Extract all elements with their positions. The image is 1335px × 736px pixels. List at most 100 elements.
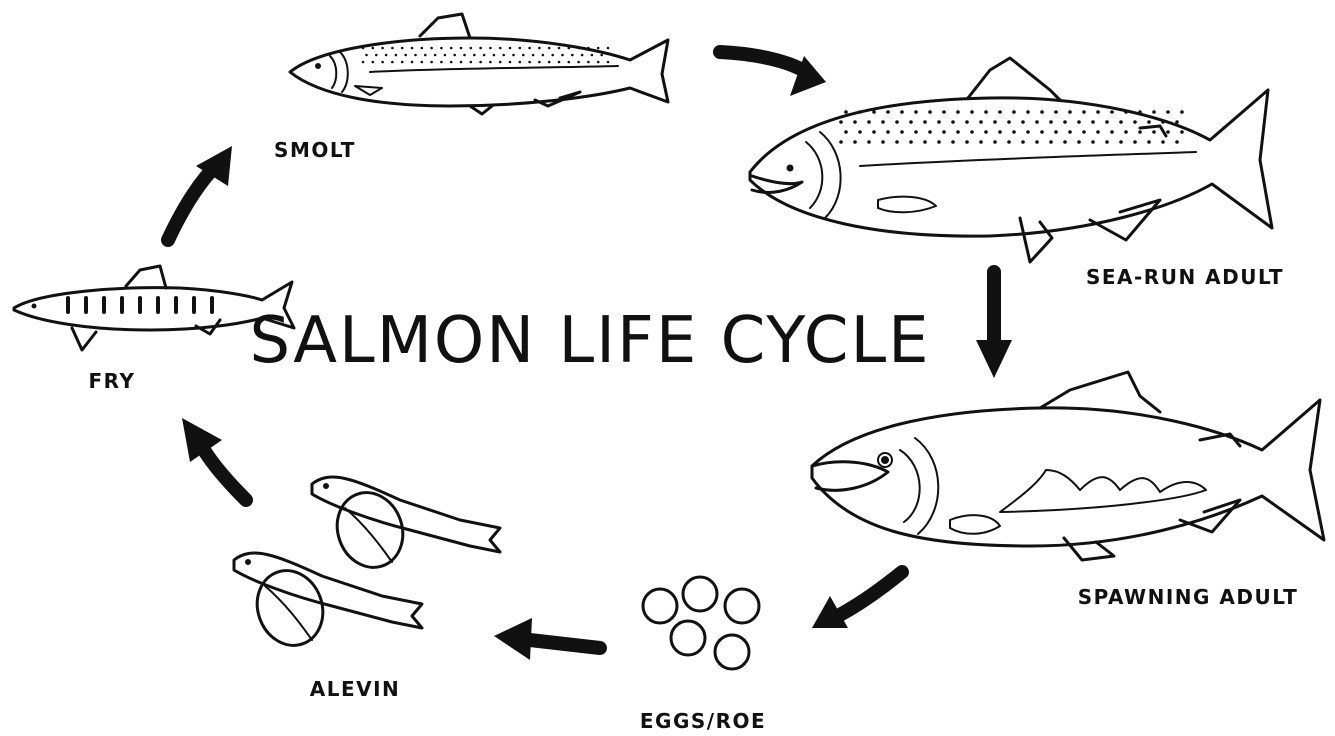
- scale-dot: [463, 54, 466, 57]
- scale-dot: [421, 61, 424, 64]
- scale-dot: [1119, 120, 1123, 124]
- scale-dot: [1040, 110, 1044, 114]
- sea-run-adult-label: SEA-RUN ADULT: [1086, 265, 1284, 289]
- scale-dot: [998, 130, 1002, 134]
- scale-dot: [483, 54, 486, 57]
- spawning-adult-label: SPAWNING ADULT: [1078, 585, 1299, 609]
- scale-dot: [909, 120, 913, 124]
- scale-dot: [440, 61, 443, 64]
- scale-dot: [942, 110, 946, 114]
- scale-dot: [401, 47, 404, 50]
- scale-dot: [1180, 130, 1184, 134]
- scale-dot: [502, 54, 505, 57]
- scale-dot: [839, 140, 843, 144]
- scale-dot: [571, 54, 574, 57]
- scale-dot: [391, 61, 394, 64]
- scale-dot: [1175, 120, 1179, 124]
- spawning-adult-illustration: [812, 372, 1324, 560]
- scale-dot: [430, 61, 433, 64]
- scale-dot: [867, 120, 871, 124]
- scale-dot: [1077, 140, 1081, 144]
- scale-dot: [1180, 110, 1184, 114]
- scale-dot: [984, 110, 988, 114]
- scale-dot: [914, 130, 918, 134]
- scale-dot: [1021, 120, 1025, 124]
- scale-dot: [1026, 130, 1030, 134]
- scale-dot: [853, 120, 857, 124]
- alevin-label: ALEVIN: [310, 677, 401, 701]
- scale-dot: [591, 54, 594, 57]
- scale-dot: [453, 54, 456, 57]
- scale-dot: [1082, 110, 1086, 114]
- scale-dot: [381, 47, 384, 50]
- scale-dot: [1068, 130, 1072, 134]
- scale-dot: [1096, 130, 1100, 134]
- scale-dot: [404, 54, 407, 57]
- scale-dot: [1035, 140, 1039, 144]
- arrow-sea-run-to-spawning: [976, 272, 1012, 378]
- scale-dot: [1026, 110, 1030, 114]
- scale-dot: [538, 61, 541, 64]
- scale-dot: [1166, 130, 1170, 134]
- scale-dot: [414, 54, 417, 57]
- scale-dot: [391, 47, 394, 50]
- fry-label: FRY: [89, 369, 136, 393]
- scale-dot: [951, 120, 955, 124]
- scale-dot: [937, 140, 941, 144]
- scale-dot: [1147, 140, 1151, 144]
- scale-dot: [362, 47, 365, 50]
- arrow-eggs-to-alevin: [494, 618, 600, 660]
- scale-dot: [979, 120, 983, 124]
- scale-dot: [979, 140, 983, 144]
- scale-dot: [568, 61, 571, 64]
- scale-dot: [528, 61, 531, 64]
- scale-dot: [600, 54, 603, 57]
- eggs-illustration: [643, 577, 759, 669]
- scale-dot: [542, 54, 545, 57]
- scale-dot: [470, 47, 473, 50]
- scale-dot: [951, 140, 955, 144]
- scale-dot: [923, 140, 927, 144]
- scale-dot: [1133, 140, 1137, 144]
- scale-dot: [577, 61, 580, 64]
- scale-dot: [872, 110, 876, 114]
- scale-dot: [450, 47, 453, 50]
- arrow-fry-to-smolt: [168, 146, 232, 240]
- scale-dot: [1082, 130, 1086, 134]
- scale-dot: [844, 110, 848, 114]
- scale-dot: [558, 47, 561, 50]
- scale-dot: [577, 47, 580, 50]
- scale-dot: [607, 47, 610, 50]
- scale-dot: [858, 110, 862, 114]
- scale-dot: [956, 110, 960, 114]
- scale-dot: [1021, 140, 1025, 144]
- diagram-title: SALMON LIFE CYCLE: [249, 304, 930, 378]
- scale-dot: [587, 61, 590, 64]
- scale-dot: [1119, 140, 1123, 144]
- scale-dot: [548, 47, 551, 50]
- scale-dot: [881, 140, 885, 144]
- scale-dot: [1063, 140, 1067, 144]
- scale-dot: [858, 130, 862, 134]
- alevin-illustration: [234, 477, 500, 655]
- scale-dot: [1138, 130, 1142, 134]
- scale-dot: [1133, 120, 1137, 124]
- scale-dot: [909, 140, 913, 144]
- scale-dot: [372, 47, 375, 50]
- scale-dot: [460, 61, 463, 64]
- scale-dot: [1110, 130, 1114, 134]
- scale-dot: [522, 54, 525, 57]
- scale-dot: [607, 61, 610, 64]
- scale-dot: [900, 110, 904, 114]
- scale-dot: [886, 130, 890, 134]
- scale-dot: [372, 61, 375, 64]
- scale-dot: [362, 61, 365, 64]
- scale-dot: [538, 47, 541, 50]
- scale-dot: [1138, 110, 1142, 114]
- scale-dot: [1068, 110, 1072, 114]
- scale-dot: [1054, 130, 1058, 134]
- scale-dot: [1012, 130, 1016, 134]
- scale-dot: [509, 61, 512, 64]
- scale-dot: [568, 47, 571, 50]
- scale-dot: [914, 110, 918, 114]
